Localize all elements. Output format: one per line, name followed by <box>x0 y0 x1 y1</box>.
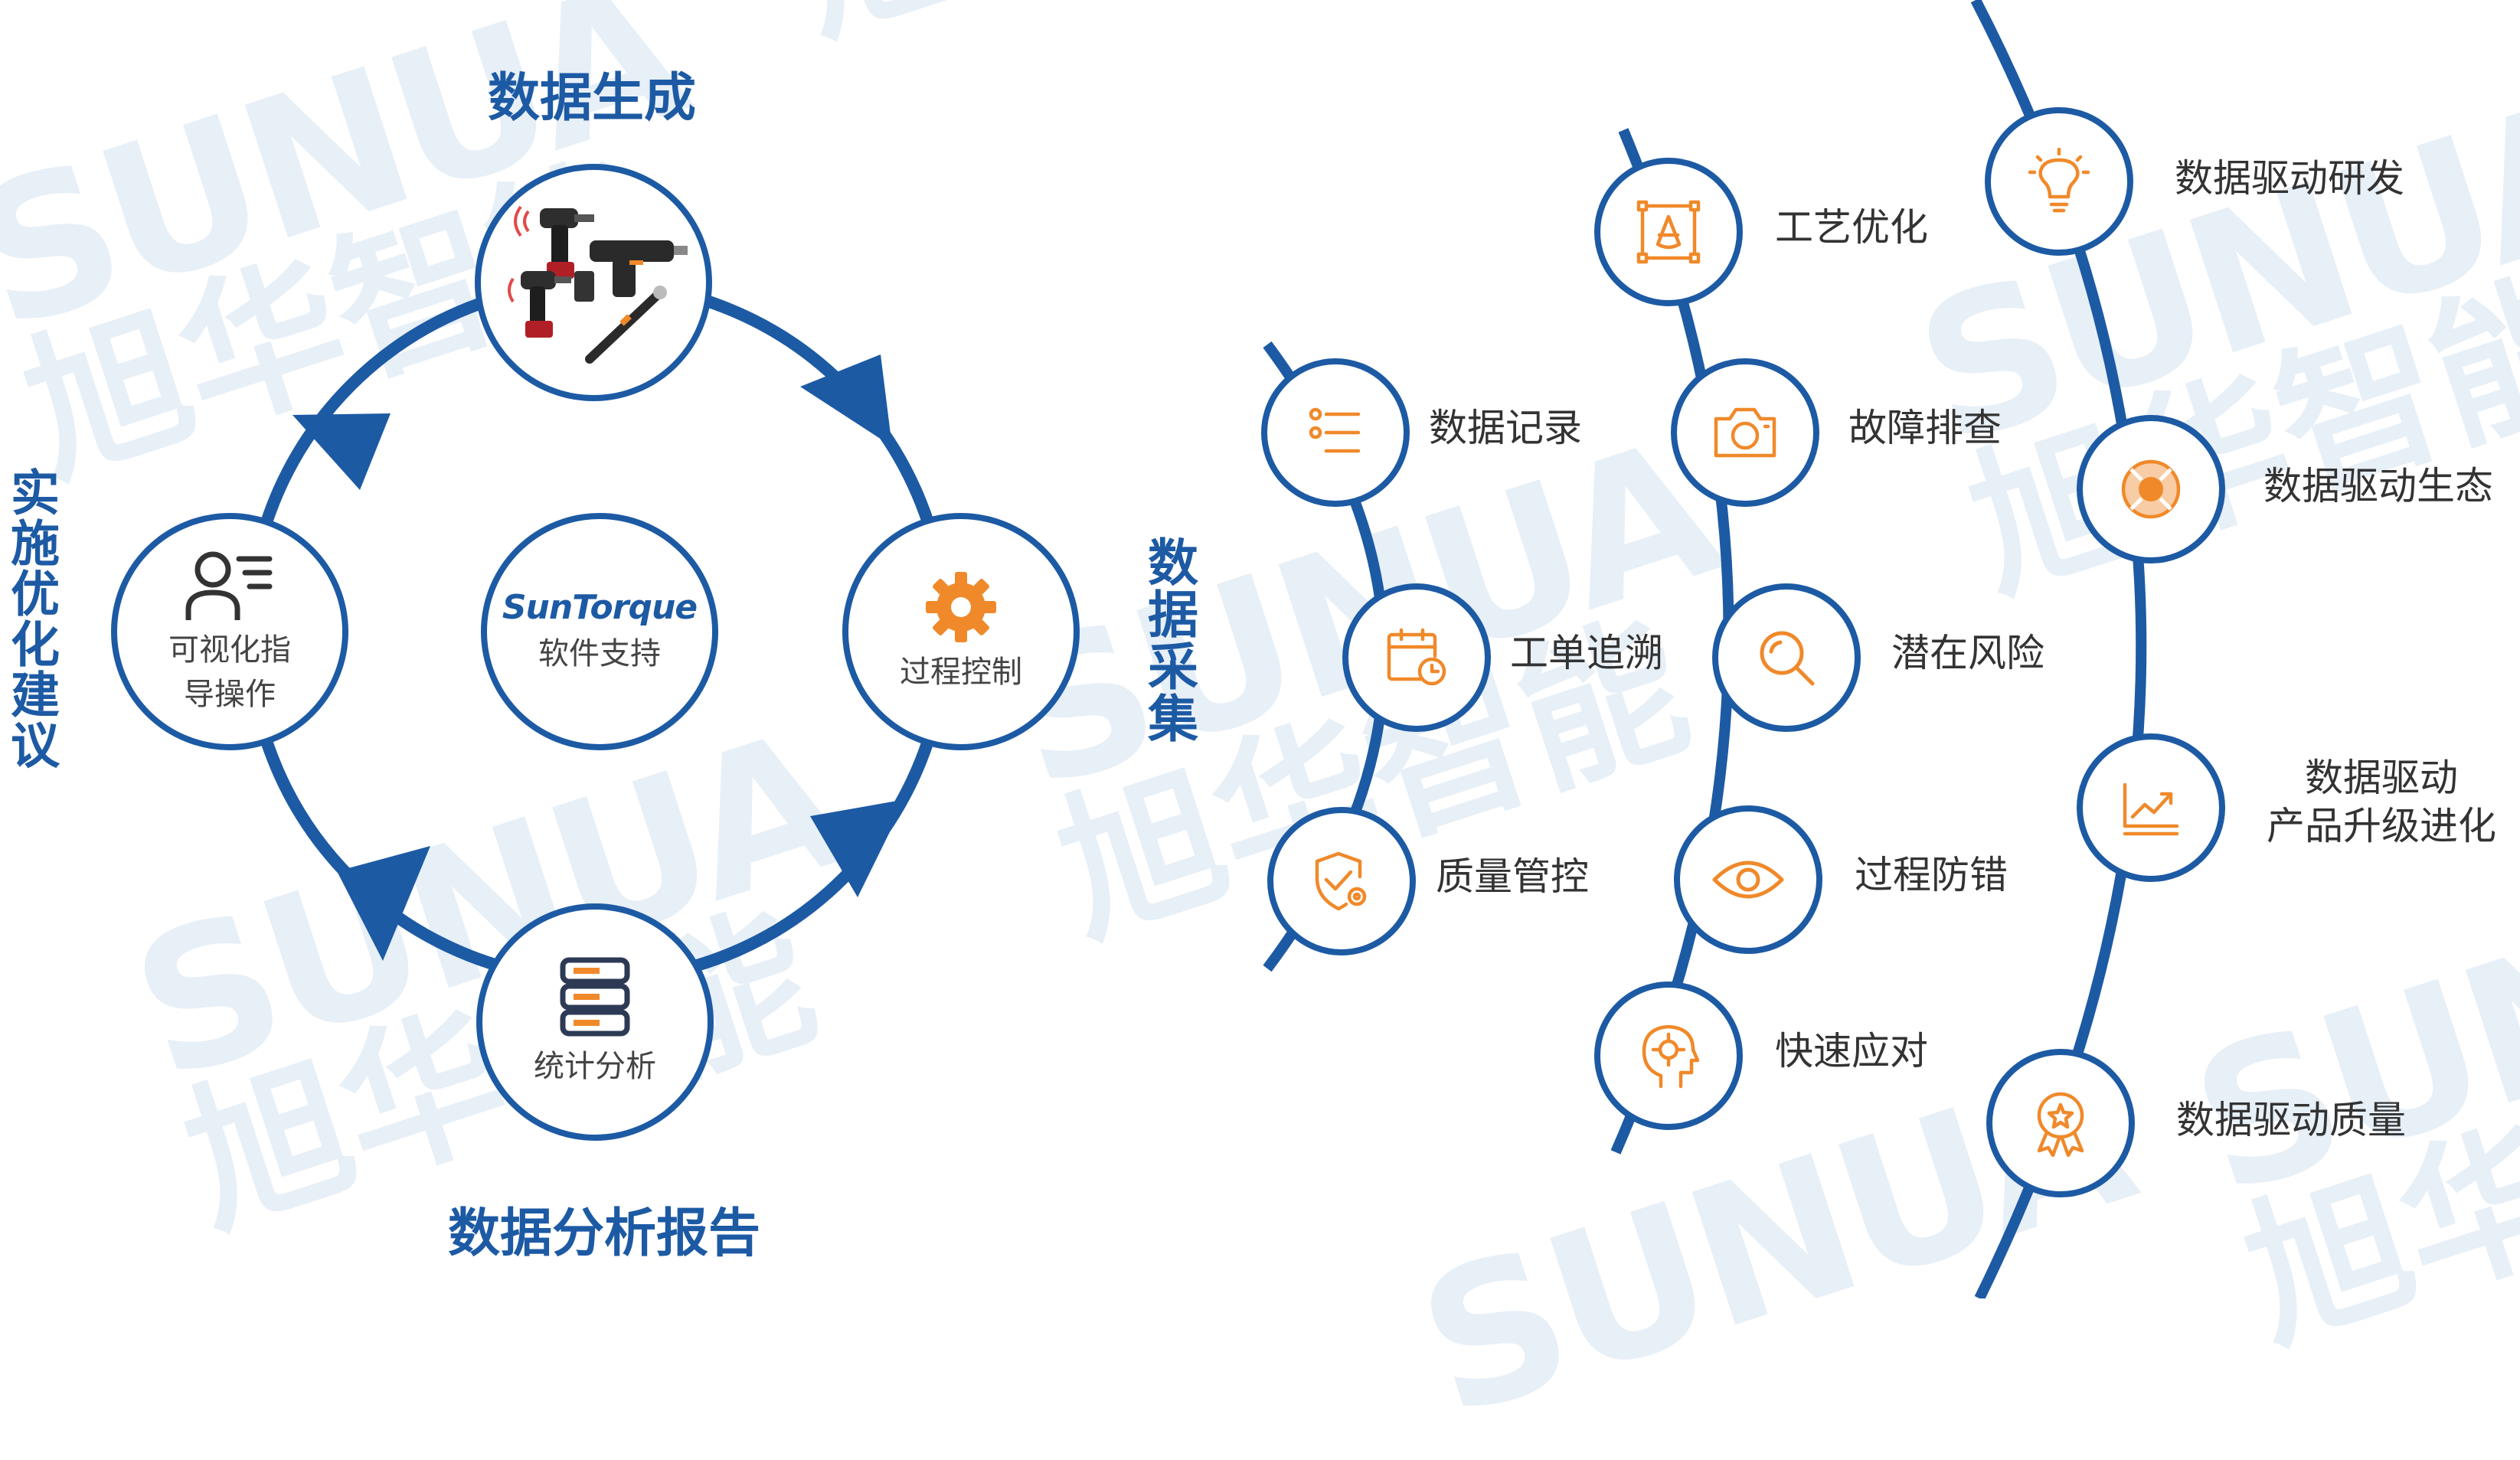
eye-icon <box>1712 861 1784 899</box>
statistical-analysis-label: 统计分析 <box>534 1049 656 1084</box>
label-data-record: 数据记录 <box>1429 406 1582 450</box>
node-work-order-trace <box>1342 583 1491 732</box>
node-data-generation-tools <box>475 164 712 401</box>
node-statistical-analysis: 统计分析 <box>476 903 714 1141</box>
visual-guidance-label: 可视化指导操作 <box>168 632 291 712</box>
node-troubleshooting <box>1671 358 1819 507</box>
node-data-record <box>1261 358 1410 507</box>
gear-icon <box>926 572 996 642</box>
node-quick-response <box>1594 981 1743 1130</box>
process-control-label: 过程控制 <box>900 655 1022 690</box>
arrow-top-left <box>293 413 391 490</box>
label-potential-risk: 潜在风险 <box>1891 631 2044 675</box>
heading-data-analysis-report: 数据分析报告 <box>448 1204 761 1264</box>
node-data-driven-rd <box>1985 107 2133 256</box>
power-tools-icon <box>508 205 688 364</box>
shield-check-icon <box>1315 851 1367 911</box>
arrow-top-right <box>800 354 892 446</box>
node-software-support: SunTorque 软件支持 <box>481 513 718 750</box>
label-data-driven-quality: 数据驱动质量 <box>2176 1098 2406 1142</box>
software-support-label: 软件支持 <box>538 635 661 671</box>
label-work-order-trace: 工单追溯 <box>1510 631 1663 675</box>
node-process-control: 过程控制 <box>842 513 1080 750</box>
list-icon <box>1309 407 1361 453</box>
label-data-driven-ecosystem: 数据驱动生态 <box>2263 464 2493 508</box>
node-quality-control <box>1267 807 1416 955</box>
label-troubleshooting: 故障排查 <box>1848 406 2002 450</box>
calendar-clock-icon <box>1387 628 1446 686</box>
label-quick-response: 快速应对 <box>1775 1029 1928 1073</box>
node-potential-risk <box>1712 583 1861 732</box>
head-gear-icon <box>1642 1024 1699 1089</box>
award-badge-icon <box>2037 1092 2084 1157</box>
frame-cone-icon <box>1636 200 1701 264</box>
arrow-bottom-right <box>810 799 906 897</box>
heading-data-collection: 数据采集 <box>1139 536 1198 744</box>
suntorque-logo: SunTorque <box>502 587 698 627</box>
database-server-icon <box>560 957 630 1037</box>
node-visual-guidance: 可视化指导操作 <box>111 513 348 750</box>
node-data-driven-quality <box>1986 1049 2135 1197</box>
node-error-proofing <box>1674 805 1822 954</box>
camera-icon <box>1714 407 1776 458</box>
label-process-optimization: 工艺优化 <box>1775 205 1928 250</box>
user-list-icon <box>185 551 273 620</box>
label-quality-control: 质量管控 <box>1436 854 1589 899</box>
node-data-driven-upgrade <box>2077 733 2225 882</box>
heading-data-generation: 数据生成 <box>488 68 697 129</box>
label-error-proofing: 过程防错 <box>1855 853 2008 897</box>
label-data-driven-upgrade: 数据驱动产品升级进化 <box>2267 756 2496 848</box>
lightbulb-icon <box>2028 148 2090 213</box>
connector-lines <box>243 0 2147 1298</box>
arrow-bottom-left <box>337 846 430 961</box>
node-process-optimization <box>1594 158 1743 306</box>
trend-chart-icon <box>2123 782 2179 836</box>
heading-implement-optimization: 实施优化建议 <box>2 467 59 770</box>
node-data-driven-ecosystem <box>2077 415 2225 563</box>
label-data-driven-rd: 数据驱动研发 <box>2175 156 2404 201</box>
lifebuoy-icon <box>2121 459 2181 519</box>
magnifier-icon <box>1760 631 1815 686</box>
